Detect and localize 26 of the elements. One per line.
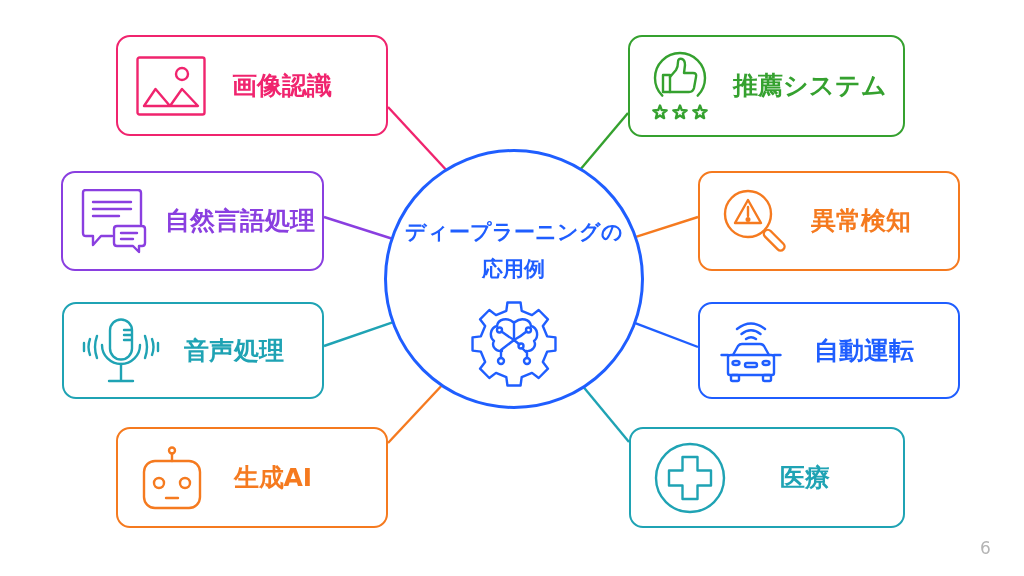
application-label: 異常検知 [810,206,911,236]
connector-line [580,112,629,170]
application-label: 自然言語処理 [164,206,315,236]
circle-title: ディープラーニングの応用例 [404,219,624,283]
connector-line [323,215,392,240]
application-label: 画像認識 [231,70,332,101]
application-card [698,302,960,399]
connector-line [582,386,630,443]
application-card [62,302,324,399]
application-label: 生成AI [233,462,313,493]
connector-line [323,321,393,348]
connector-line [387,106,447,171]
application-label: 医療 [779,462,830,493]
application-label: 自動運転 [813,335,914,366]
application-card [628,35,905,137]
application-label: 音声処理 [183,335,284,366]
application-card [698,171,960,271]
connector-line [635,215,699,238]
connector-line [634,321,699,349]
application-label: 推薦システム [732,71,887,101]
connector-line [387,384,443,444]
application-card [116,35,388,136]
application-card [61,171,324,271]
page-number: 6 [980,538,991,558]
application-card [116,427,388,528]
application-card [629,427,905,528]
